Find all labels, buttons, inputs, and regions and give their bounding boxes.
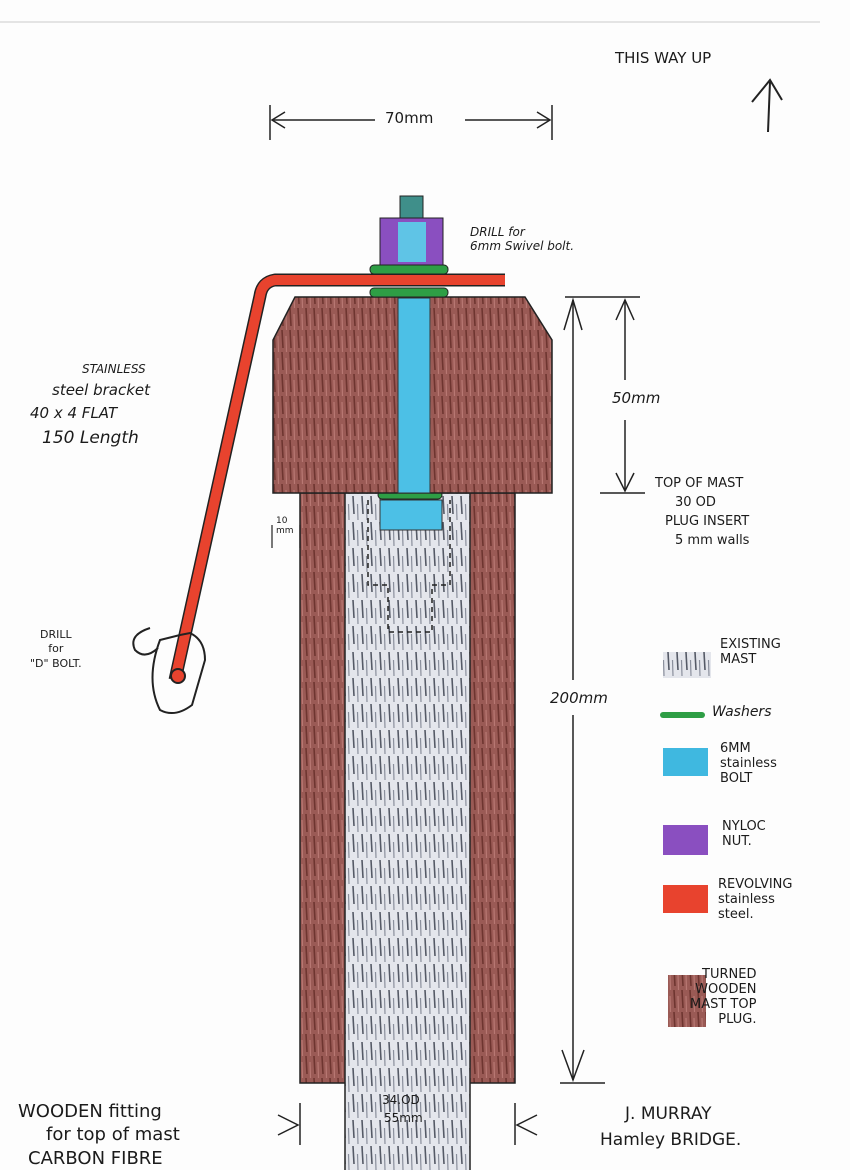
note-line: "D" BOLT. bbox=[30, 656, 82, 670]
bottom-width-dimension bbox=[277, 1103, 538, 1145]
legend-swatch-bolt bbox=[663, 748, 708, 776]
d-shackle bbox=[132, 627, 207, 715]
bracket-note: STAINLESS steel bracket 40 x 4 FLAT 150 … bbox=[30, 360, 150, 451]
legend-swatch-plug bbox=[668, 975, 706, 1027]
total-height-dimension bbox=[560, 297, 605, 1084]
title-line: for top of mast bbox=[46, 1124, 180, 1146]
orientation-label: THIS WAY UP bbox=[615, 49, 712, 67]
title-note: WOODEN fitting for top of mast CARBON FI… bbox=[18, 1100, 180, 1170]
note-line: 30 OD bbox=[675, 494, 716, 510]
legend-label-bracket: REVOLVING stainless steel. bbox=[718, 877, 793, 922]
drill-swivel-note: DRILL for 6mm Swivel bolt. bbox=[470, 225, 575, 254]
legend-label-plug: TURNED WOODEN MAST TOP PLUG. bbox=[690, 967, 757, 1027]
existing-mast bbox=[344, 492, 471, 1170]
up-arrow-icon bbox=[751, 78, 783, 133]
spacing-dimension bbox=[271, 525, 301, 548]
note-line: 40 x 4 FLAT bbox=[30, 403, 118, 422]
bolt-through-nut bbox=[398, 222, 426, 262]
legend-swatch-mast bbox=[663, 652, 711, 678]
author-line: J. MURRAY bbox=[625, 1104, 712, 1124]
legend-swatch-washers bbox=[660, 712, 705, 718]
legend-label-bolt: 6MM stainless BOLT bbox=[720, 741, 777, 786]
note-line: STAINLESS bbox=[82, 362, 146, 376]
width-dimension-line bbox=[269, 105, 553, 140]
note-line: DRILL for bbox=[470, 225, 525, 239]
plug-height-dimension bbox=[565, 296, 645, 494]
drill-d-bolt-note: DRILL for "D" BOLT. bbox=[30, 628, 82, 671]
title-line: WOODEN fitting bbox=[18, 1101, 162, 1122]
note-line: TOP OF MAST bbox=[655, 476, 744, 491]
bottom-width-label: 55mm bbox=[384, 1111, 423, 1125]
note-line: PLUG INSERT bbox=[665, 513, 750, 529]
note-line: 6mm Swivel bolt. bbox=[470, 238, 575, 253]
legend-swatch-bracket bbox=[663, 885, 708, 913]
bottom-od-label: 34.OD bbox=[382, 1093, 420, 1107]
legend-swatch-nut bbox=[663, 825, 708, 855]
spacing-label: 10 mm bbox=[276, 516, 294, 537]
author-line: Hamley BRIDGE. bbox=[600, 1129, 742, 1150]
note-line: steel bracket bbox=[52, 380, 151, 399]
note-line: for bbox=[48, 642, 64, 656]
note-line: 5 mm walls bbox=[675, 532, 750, 548]
legend-label-washers: Washers bbox=[712, 704, 772, 720]
plug-insert-outline bbox=[367, 500, 451, 633]
width-label: 70mm bbox=[385, 109, 434, 127]
stainless-steel-bracket bbox=[170, 275, 505, 682]
stainless-bolt bbox=[397, 297, 431, 494]
legend-label-mast: EXISTING MAST bbox=[720, 637, 781, 667]
title-line: CARBON FIBRE bbox=[28, 1147, 163, 1169]
plug-height-label: 50mm bbox=[612, 389, 661, 407]
bolt-end bbox=[379, 499, 443, 531]
washer bbox=[369, 264, 449, 275]
legend-swatches bbox=[660, 652, 711, 1027]
bolt-thread bbox=[399, 195, 424, 219]
legend-label-nut: NYLOC NUT. bbox=[722, 819, 766, 849]
note-line: 150 Length bbox=[42, 428, 139, 449]
top-of-mast-note: TOP OF MAST 30 OD PLUG INSERT 5 mm walls bbox=[655, 475, 749, 550]
total-height-label: 200mm bbox=[550, 689, 608, 707]
note-line: DRILL bbox=[40, 628, 72, 641]
washer bbox=[369, 287, 449, 298]
author-note: J. MURRAY Hamley BRIDGE. bbox=[600, 1102, 741, 1153]
